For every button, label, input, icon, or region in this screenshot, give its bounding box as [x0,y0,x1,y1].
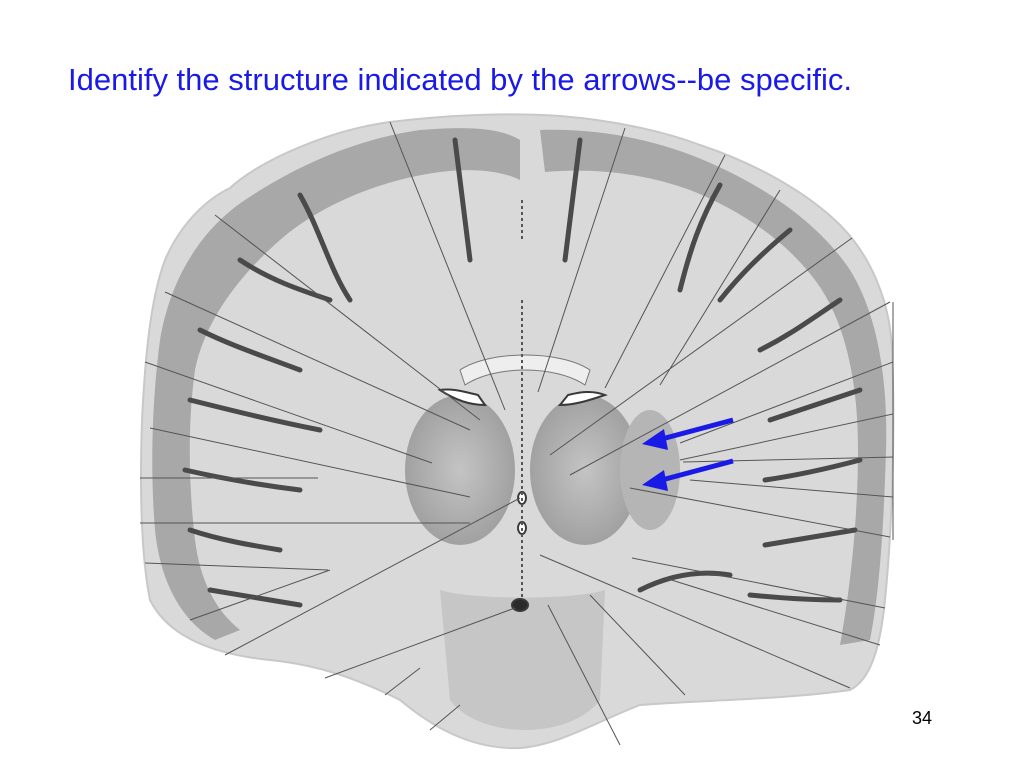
right-cortex [540,129,887,646]
lentiform-right [620,410,680,530]
left-cortex [152,128,520,640]
arrow-upper [642,417,734,450]
arrow-lower [642,458,734,491]
slide-number: 34 [912,708,933,728]
slide-title: Identify the structure indicated by the … [68,62,852,97]
ventricles [437,388,608,612]
section-outline [139,113,895,750]
leader-lines [140,121,894,746]
brainstem [440,590,605,730]
left-deep-grey [405,395,515,545]
right-deep-grey [530,395,640,545]
indicator-arrows [642,417,734,491]
corpus-callosum [459,354,591,386]
sulci [182,137,863,608]
